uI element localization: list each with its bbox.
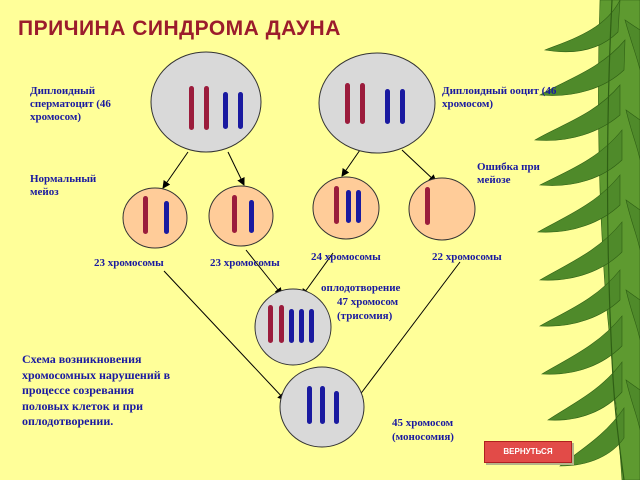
chromosome-blue	[334, 391, 339, 424]
gamete-23-right	[208, 185, 274, 247]
arrow-gamete-24-to-trisomy	[301, 252, 334, 297]
chromosome-blue	[299, 309, 304, 343]
gamete-24	[312, 176, 380, 240]
gamete-23-left	[122, 187, 188, 249]
label-monosomy: (моносомия)	[392, 431, 454, 443]
chromosome-red	[360, 83, 365, 124]
spermatocyte-cell	[150, 51, 262, 153]
label-fertilization: оплодотворение	[321, 282, 401, 294]
chromosome-blue	[307, 386, 312, 424]
arrow-sperm-left	[162, 151, 189, 189]
chromosome-blue	[309, 309, 314, 343]
chromosome-red	[334, 186, 339, 224]
page-title: ПРИЧИНА СИНДРОМА ДАУНА	[18, 17, 341, 40]
fern-stems	[606, 0, 625, 480]
chromosome-red	[143, 196, 148, 234]
chromosome-blue	[238, 92, 243, 129]
trisomy-zygote	[254, 288, 332, 366]
chromosome-blue	[400, 89, 405, 124]
label-gamete-24: 24 хромосомы	[311, 251, 381, 263]
label-spermatocyte: Диплоидный сперматоцит (46 хромосом)	[30, 85, 111, 123]
chromosome-blue	[164, 201, 169, 234]
label-trisomy: (трисомия)	[337, 310, 393, 322]
chromosome-red	[232, 195, 237, 233]
label-oocyte: Диплоидный ооцит (46 хромосом)	[442, 85, 557, 110]
label-monosomy-count: 45 хромосом	[392, 417, 454, 429]
oocyte-cell	[318, 52, 436, 154]
chromosome-blue	[385, 89, 390, 124]
arrow-sperm-right	[227, 151, 245, 186]
chromosome-blue	[223, 92, 228, 129]
gamete-22	[408, 177, 476, 241]
chromosome-red	[425, 187, 430, 225]
chromosome-blue	[356, 190, 361, 223]
chromosome-red	[279, 305, 284, 343]
chromosome-blue	[249, 200, 254, 233]
arrow-gamete-23-to-trisomy	[245, 249, 283, 296]
label-gamete-23-left: 23 хромосомы	[94, 257, 164, 269]
arrow-oocyte-left	[341, 149, 361, 177]
label-meiosis-error: Ошибка при мейозе	[477, 161, 540, 186]
label-gamete-22: 22 хромосомы	[432, 251, 502, 263]
chromosome-blue	[320, 386, 325, 424]
label-normal-meiosis: Нормальный мейоз	[30, 173, 97, 198]
chromosome-red	[268, 305, 273, 343]
arrow-oocyte-right	[401, 149, 437, 183]
caption: Схема возникновения хромосомных нарушени…	[22, 352, 171, 428]
fern-decoration	[534, 0, 640, 480]
arrow-gamete-23-to-monosomy	[163, 270, 286, 401]
label-gamete-23-right: 23 хромосомы	[210, 257, 280, 269]
label-trisomy-count: 47 хромосом	[337, 296, 399, 308]
chromosome-red	[345, 83, 350, 124]
back-button[interactable]: ВЕРНУТЬСЯ	[484, 441, 572, 463]
chromosome-blue	[346, 190, 351, 223]
chromosome-blue	[289, 309, 294, 343]
arrow-gamete-22-to-monosomy	[355, 261, 461, 401]
monosomy-zygote	[279, 366, 365, 448]
chromosome-red	[204, 86, 209, 130]
chromosome-red	[189, 86, 194, 130]
